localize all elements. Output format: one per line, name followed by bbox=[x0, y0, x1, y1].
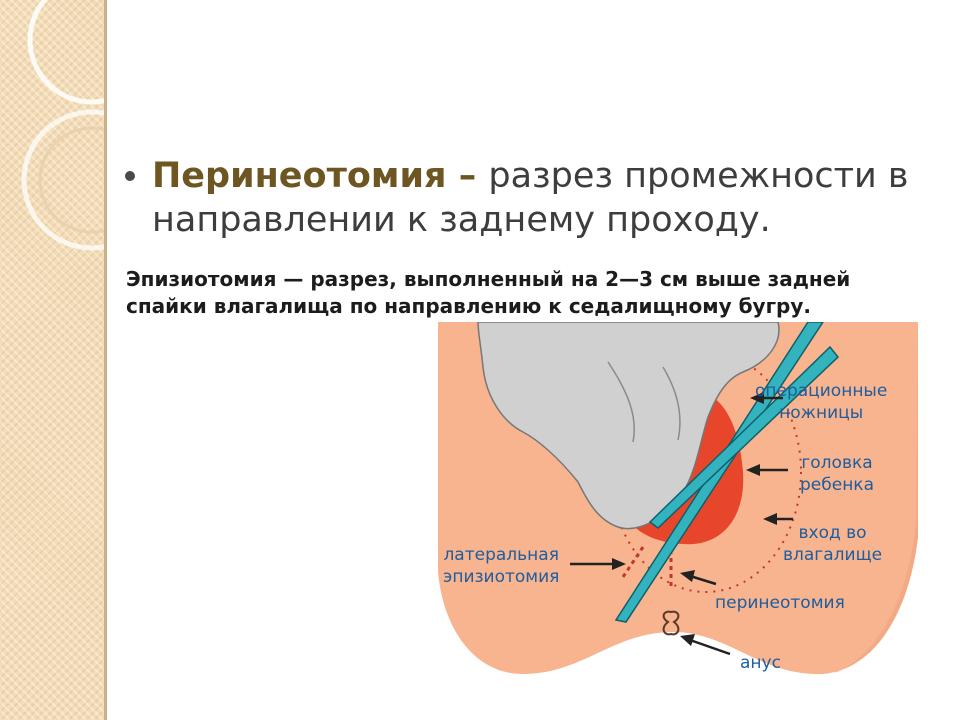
label-head-line1: головка bbox=[801, 453, 873, 473]
label-vaginal-entrance: вход во влагалище bbox=[783, 522, 882, 566]
bullet-dot-icon bbox=[125, 171, 135, 181]
label-head-line2: ребенка bbox=[800, 475, 874, 495]
term-perineotomy: Перинеотомия bbox=[152, 156, 447, 196]
bullet-item-perineotomy: Перинеотомия – разрез промежности в напр… bbox=[125, 154, 925, 242]
arrow-head-icon bbox=[746, 464, 788, 476]
arrow-perineotomy-icon bbox=[680, 570, 717, 586]
arrow-lateral-icon bbox=[570, 558, 626, 570]
entrance-outline bbox=[610, 351, 802, 593]
label-scissors-line2: ножницы bbox=[779, 403, 864, 423]
arrow-entrance-icon bbox=[763, 513, 793, 525]
label-entrance-line1: вход во bbox=[798, 523, 867, 543]
label-scissors: операционные ножницы bbox=[755, 380, 887, 424]
label-perineotomy: перинеотомия bbox=[715, 592, 845, 614]
scissors-blade-2 bbox=[648, 345, 840, 529]
lateral-incision bbox=[621, 546, 645, 578]
label-perineotomy-text: перинеотомия bbox=[715, 593, 845, 613]
label-lateral-line2: эпизиотомия bbox=[443, 567, 560, 587]
sidebar-edge bbox=[104, 0, 107, 720]
episiotomy-figure bbox=[438, 322, 918, 720]
term-definition: разрез промежности в направлении к задне… bbox=[152, 156, 909, 240]
label-anus-text: анус bbox=[740, 653, 781, 673]
arrow-scissors-icon bbox=[750, 392, 783, 404]
glove-finger-line bbox=[607, 361, 635, 443]
sidebar-rings bbox=[21, 0, 104, 251]
decorative-sidebar bbox=[0, 0, 104, 720]
label-lateral-episiotomy: латеральная эпизиотомия bbox=[443, 544, 559, 588]
glove-finger-line2 bbox=[662, 366, 681, 441]
glove-hand bbox=[477, 322, 780, 530]
bullet-text: Перинеотомия – разрез промежности в напр… bbox=[152, 154, 925, 242]
label-scissors-line1: операционные bbox=[755, 381, 888, 401]
label-lateral-line1: латеральная bbox=[443, 545, 559, 565]
anus-icon bbox=[662, 610, 680, 636]
label-entrance-line2: влагалище bbox=[783, 545, 883, 565]
term-dash: – bbox=[446, 156, 489, 196]
label-anus: анус bbox=[740, 652, 781, 674]
arrow-anus-icon bbox=[680, 634, 731, 656]
label-baby-head: головка ребенка bbox=[800, 452, 874, 496]
episiotomy-diagram bbox=[438, 322, 918, 674]
episiotomy-definition: Эпизиотомия — разрез, выполненный на 2—3… bbox=[126, 267, 851, 318]
